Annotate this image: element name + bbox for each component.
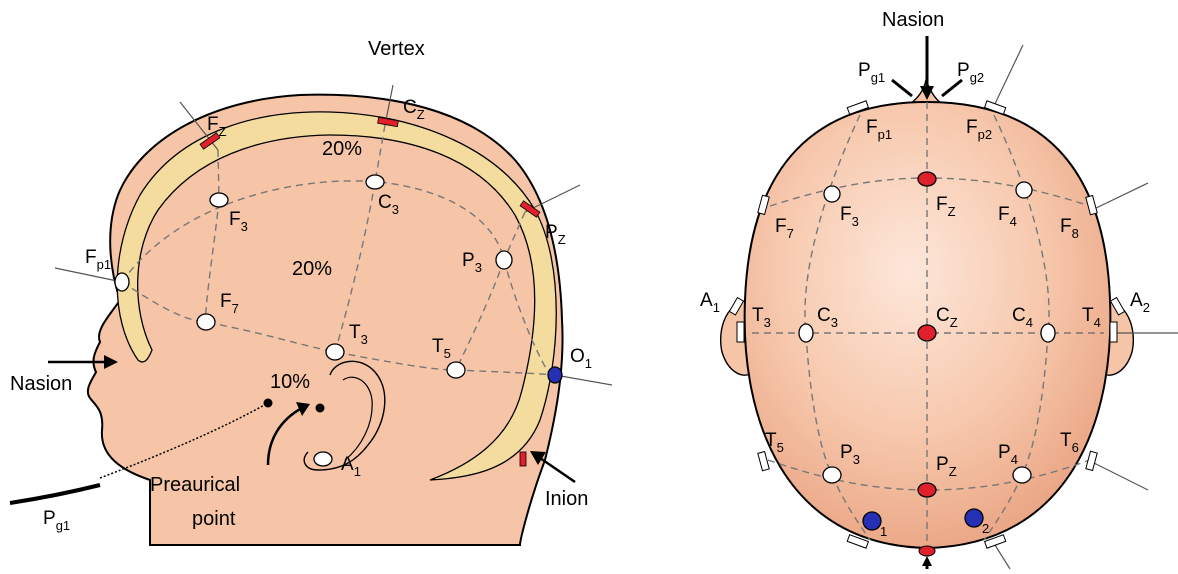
preaurical-label: Preaurical xyxy=(150,474,240,496)
electrode-a1 xyxy=(314,452,332,466)
inion-up-arrow xyxy=(922,556,932,569)
pg1-end-dot xyxy=(264,399,273,408)
inion-marker xyxy=(520,452,526,466)
top-view: Nasion Pg1 Pg2 Fp1 Fp2 F7 F3 FZ F4 F8 A1… xyxy=(700,9,1178,569)
top-electrode-fz xyxy=(918,172,936,186)
top-electrode-c3 xyxy=(799,324,813,342)
vertex-label: Vertex xyxy=(368,38,425,60)
preaurical-point-dot xyxy=(316,404,325,413)
top-label-o2: 2 xyxy=(982,521,989,536)
electrode-f3 xyxy=(210,193,228,207)
side-label-o1: O1 xyxy=(570,346,592,371)
top-electrode-p3 xyxy=(823,467,841,483)
top-electrode-o1 xyxy=(863,512,881,530)
top-electrode-o2 xyxy=(965,509,983,527)
electrode-f7 xyxy=(197,314,215,330)
top-label-a2: A2 xyxy=(1130,290,1150,315)
top-electrode-f3 xyxy=(824,186,840,202)
electrode-t5 xyxy=(447,362,465,378)
pct-mid-label: 20% xyxy=(292,258,332,280)
top-electrode-pz xyxy=(918,483,936,497)
electrode-c3 xyxy=(366,175,384,189)
top-label-a1: A1 xyxy=(700,290,720,315)
top-electrode-c4 xyxy=(1041,324,1055,342)
electrode-fp1 xyxy=(115,273,129,291)
preaurical-label-line2: point xyxy=(192,508,236,530)
pct-low-label: 10% xyxy=(270,371,310,393)
top-electrode-p4 xyxy=(1013,467,1031,483)
pct-top-label: 20% xyxy=(322,138,362,160)
nasion-arrow xyxy=(48,355,118,369)
electrode-o1 xyxy=(548,367,562,383)
side-view: Vertex Nasion Inion Preaurical point 20%… xyxy=(10,38,612,545)
top-electrode-f4 xyxy=(1016,182,1032,198)
side-label-fp1: Fp1 xyxy=(85,247,111,272)
electrode-p3 xyxy=(496,251,512,269)
top-nasion-label: Nasion xyxy=(882,9,944,31)
side-nasion-label: Nasion xyxy=(10,373,72,395)
top-label-o1: 1 xyxy=(880,524,887,539)
top-electrode-cz xyxy=(918,325,936,341)
electrode-t3 xyxy=(326,344,344,360)
inion-label: Inion xyxy=(545,488,588,510)
side-label-pg1: Pg1 xyxy=(43,508,70,533)
top-label-pg1: Pg1 xyxy=(858,60,885,85)
